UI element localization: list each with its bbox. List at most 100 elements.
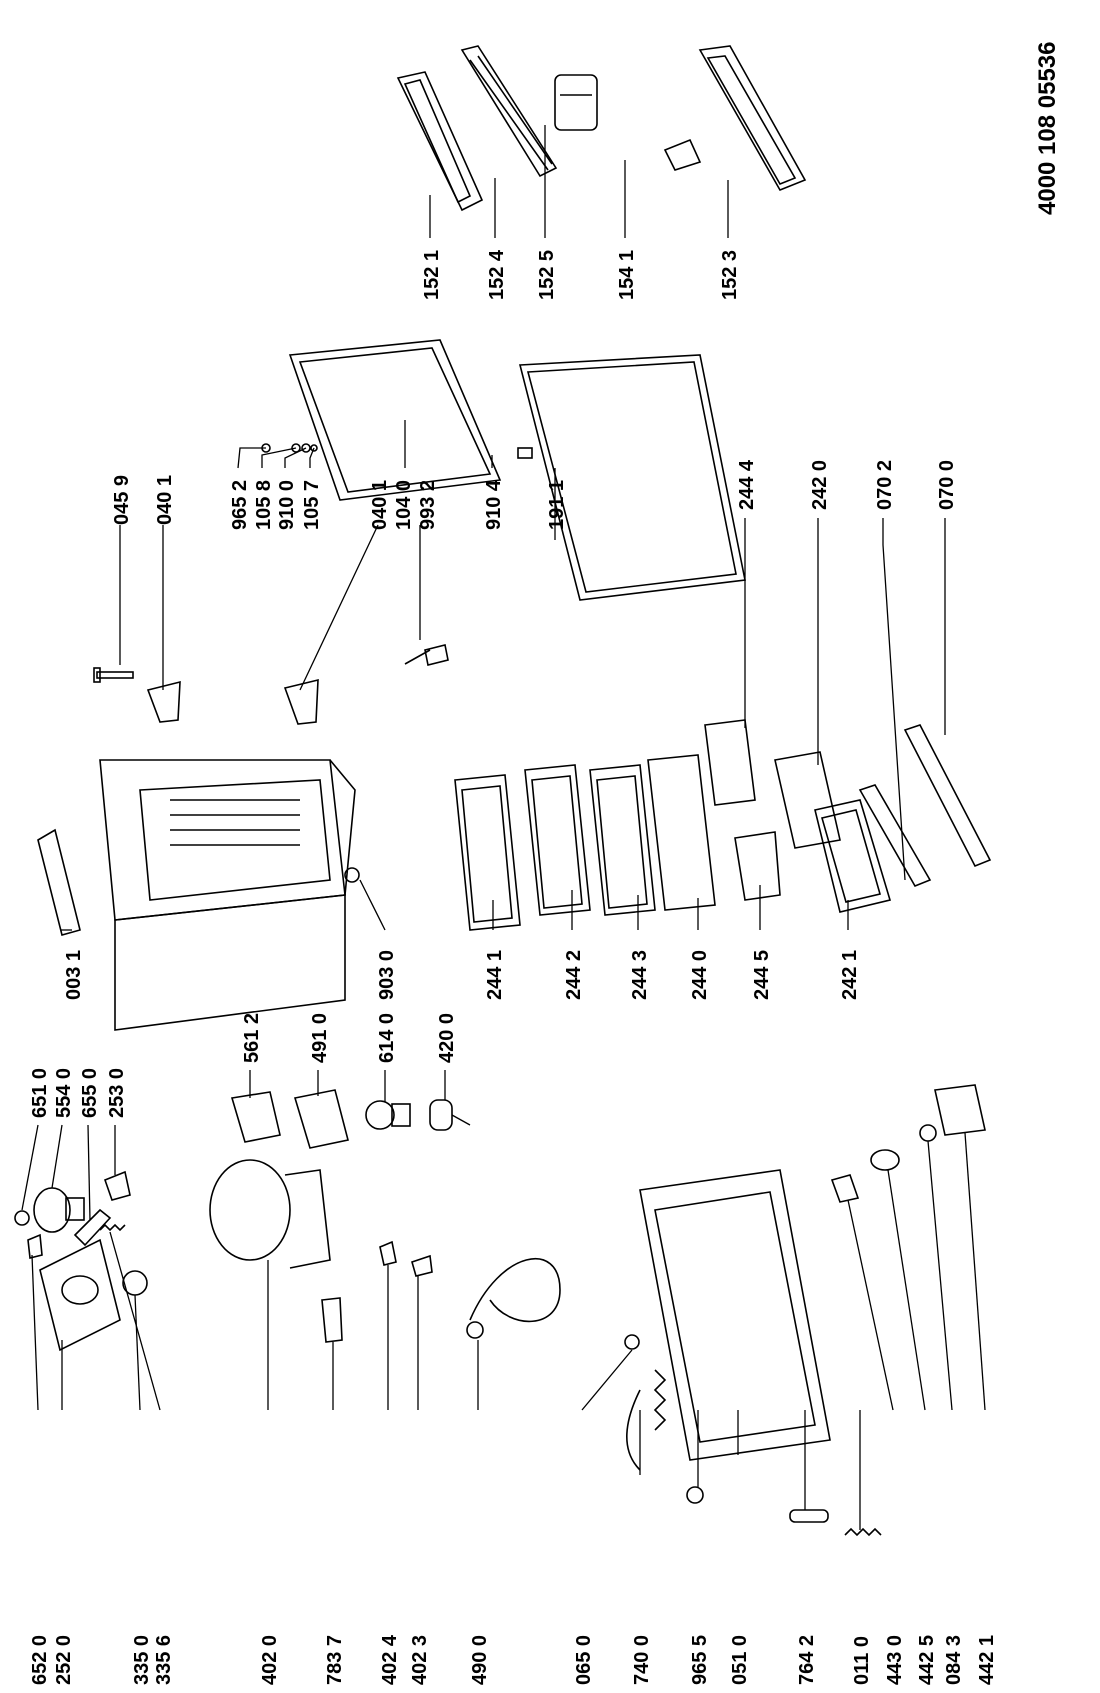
clamp-4430 [830,1174,860,1203]
door-gasket-1911 [518,354,746,601]
label-9100: 910 0 [276,480,298,530]
bracket-4421 [934,1084,986,1136]
label-4910: 491 0 [309,1013,331,1063]
label-4900: 490 0 [469,1635,491,1685]
label-6520: 652 0 [29,1635,51,1685]
label-3350: 335 0 [131,1635,153,1685]
bracket-2445 [734,831,781,901]
label-4200: 420 0 [436,1013,458,1063]
hinge-pin-0459 [93,667,134,683]
rail-0700 [903,724,992,868]
label-4020: 402 0 [259,1635,281,1685]
thermostat-9932 [404,644,449,666]
label-1057: 105 7 [301,480,323,530]
label-9030: 903 0 [376,950,398,1000]
label-0401b: 040 1 [369,480,391,530]
label-5540: 554 0 [53,1068,75,1118]
hinge-0401b [283,678,319,725]
label-0650: 065 0 [573,1635,595,1685]
label-3356: 335 6 [153,1635,175,1685]
spring-0110 [844,1527,882,1537]
label-4421: 442 1 [976,1635,998,1685]
label-1525: 152 5 [536,250,558,300]
label-1058: 105 8 [253,480,275,530]
clip-4023 [411,1254,433,1277]
label-1524: 152 4 [486,249,508,300]
cabinet-body [99,759,356,1031]
shelf-2441 [454,774,521,931]
label-7837: 783 7 [324,1635,346,1685]
screw-0650 [624,1334,640,1350]
label-1521: 152 1 [421,250,443,300]
label-0843: 084 3 [943,1635,965,1685]
tube-6550 [73,1208,112,1247]
part-labels: 152 1 152 4 152 5 154 1 152 3 965 2 105 … [29,249,998,1685]
rail-0702 [858,784,932,888]
label-6510: 651 0 [29,1068,51,1118]
label-2443: 244 3 [629,950,651,1000]
label-1541: 154 1 [616,250,638,300]
label-0510: 051 0 [729,1635,751,1685]
small-bin-1525 [554,74,598,131]
label-0702: 070 2 [874,460,896,510]
housing-2520 [39,1238,121,1352]
plug-9030 [344,867,360,883]
bottle-rack-1524 [460,45,558,178]
label-0700: 070 0 [936,460,958,510]
cover-4910 [293,1089,349,1149]
label-2530: 253 0 [106,1068,128,1118]
label-6140: 614 0 [376,1013,398,1063]
label-0459: 045 9 [111,475,133,525]
label-2442: 244 2 [563,950,585,1000]
relay-5612 [230,1091,281,1143]
lamp-7642 [789,1509,829,1523]
shelf-2442 [524,764,591,916]
sensor-6520 [27,1233,43,1259]
control-box-0510 [639,1169,831,1461]
bracket-2444 [704,719,756,806]
label-7642: 764 2 [796,1635,818,1685]
shelf-2443 [589,764,656,916]
clip-1541 [663,138,702,171]
label-0110: 011 0 [851,1636,873,1685]
label-2444: 244 4 [736,459,758,510]
label-2440: 244 0 [689,950,711,1000]
label-4023: 402 3 [409,1635,431,1685]
label-4024: 402 4 [379,1634,401,1685]
label-5612: 561 2 [241,1013,263,1063]
spring-3356 [99,1223,126,1232]
grommet-7837 [321,1297,343,1343]
spring-7400 [626,1369,667,1471]
label-9652: 965 2 [229,480,251,530]
label-4425: 442 5 [916,1635,938,1685]
label-2421: 242 1 [839,950,861,1000]
label-2420: 242 0 [809,460,831,510]
label-2520: 252 0 [53,1635,75,1685]
top-strip-0031 [37,828,81,936]
label-2441: 244 1 [484,950,506,1000]
drawer-2421 [814,799,892,913]
clip-4024 [379,1240,397,1266]
label-2445: 244 5 [751,950,773,1000]
knob-2530 [103,1170,131,1201]
hinge-0401a [146,680,181,723]
switch-6140 [365,1100,411,1130]
power-cord-4900 [466,1257,561,1339]
drawer-2420 [774,751,841,849]
thermostat-4425 [870,1149,900,1171]
door-bin-1523 [698,45,807,192]
label-0031: 003 1 [63,950,85,1000]
evaporator-6510 [14,1210,30,1226]
capacitor-4200 [429,1099,471,1131]
label-1040: 104 0 [393,480,415,530]
label-4430: 443 0 [884,1635,906,1685]
label-1523: 152 3 [719,250,741,300]
part-drawings [14,45,992,1537]
ring-5540 [33,1187,85,1233]
door-bin-1521 [396,71,484,212]
compressor-4020 [209,1159,331,1269]
label-6550: 655 0 [79,1068,101,1118]
label-9932: 993 2 [417,480,439,530]
shelf-2440 [647,754,716,911]
